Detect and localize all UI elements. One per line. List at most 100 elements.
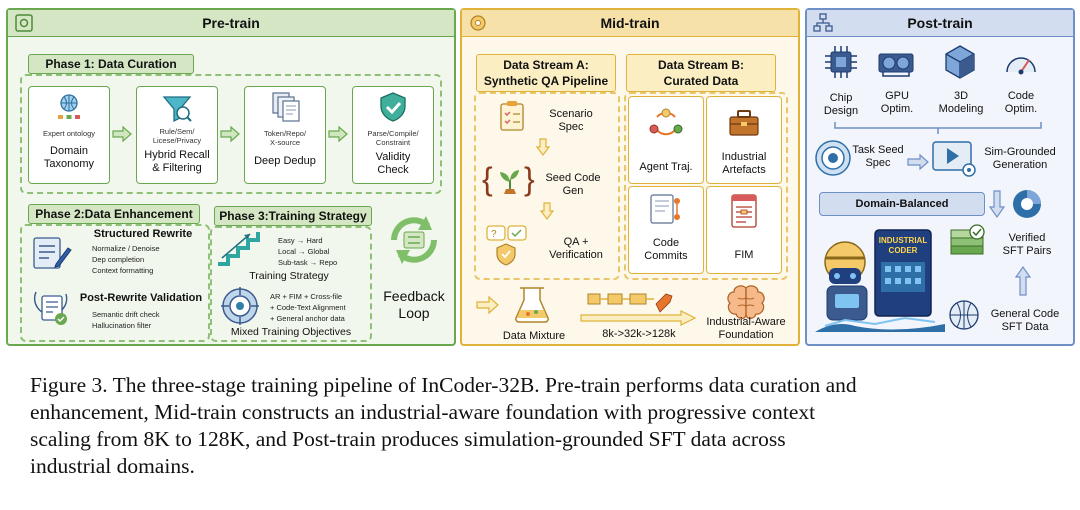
context-scale-icon [587,293,673,313]
step-deep-dedup-label: Deep Dedup [254,155,316,167]
phase3-container [210,226,372,342]
step-deep-dedup-small: Token/Repo/ X-source [263,129,307,147]
toolbox-icon [729,110,759,136]
stream-b-container [624,92,788,280]
step-domain-taxonomy-label: Domain Taxonomy [43,145,95,170]
stream-b-cell-4-label: FIM [734,249,754,261]
rewrite-title: Structured Rewrite [93,228,193,240]
midtrain-title: Mid-train [600,15,660,31]
context-scaling-label: 8k->32k->128k [602,328,676,340]
cube-icon [945,45,975,79]
seedling-braces-icon: { } [482,161,535,197]
funnel-icon [162,96,192,123]
step-hybrid-recall-small: Rule/Sem/ Licese/Privacy [152,127,202,145]
domain-code-optim: Code Optim. [1004,90,1038,115]
domain-3d-modeling: 3D Modeling [938,90,984,115]
posttrain-title: Post-train [907,15,973,31]
brain-gear-icon [470,15,486,31]
posttrain-panel: Post-train Chip Design GPU Optim. 3D Mod… [805,8,1075,346]
arrow-right-icon [907,153,929,171]
network-icon [813,13,833,32]
git-commit-icon [650,194,680,224]
svg-text:}: } [524,161,535,197]
verified-sft-label: Verified SFT Pairs [1002,232,1052,257]
stream-b-label: Data Stream B: Curated Data [626,54,776,92]
rewrite-item-3: Context formatting [92,266,154,275]
caption-line-3: scaling from 8K to 128K, and Post-train … [30,427,786,451]
objective-item-2: + Code-Text Alignment [270,303,346,312]
pie-balance-icon [1013,190,1041,218]
shield-check-icon [380,92,406,122]
gear-icon [15,14,33,32]
midtrain-panel: Mid-train Data Stream A: Synthetic QA Pi… [460,8,800,346]
mascot-badge-text: INDUSTRIAL CODER [878,236,928,255]
caption-line-1: Figure 3. The three-stage training pipel… [30,373,857,397]
task-seed-label: Task Seed Spec [852,144,904,169]
stream-b-cell-2-label: Industrial Artefacts [721,151,767,176]
target-seed-icon [815,140,851,176]
strategy-item-2: Local → Global [278,247,330,256]
svg-text:{: { [482,161,493,197]
pretrain-header: Pre-train [8,10,454,37]
svg-text:?: ? [491,229,497,240]
rewrite-item-1: Normalize / Denoise [92,244,160,253]
objective-item-3: + General anchor data [270,314,345,323]
stream-a-step-1: Scenario Spec [549,108,593,133]
phase3-label: Phase 3:Training Strategy [214,206,372,226]
stream-b-cell-fim: FIM [706,186,782,274]
globe-icon [58,94,80,119]
checklist-icon [500,101,524,131]
gauge-icon [1006,57,1036,75]
step-validity-check-label: Validity Check [375,151,411,176]
step-validity-check-small: Parse/Compile/ Constraint [367,129,419,147]
refresh-loop-icon [391,216,437,264]
feedback-loop-label: Feedback Loop [383,288,445,321]
pretrain-title: Pre-train [202,15,260,31]
arrow-right-icon [328,125,348,143]
target-icon [221,287,259,325]
step-domain-taxonomy: Expert ontology Domain Taxonomy [28,86,110,184]
pencil-icon [33,237,72,269]
domain-gpu-optim: GPU Optim. [880,90,914,115]
domain-balanced-label: Domain-Balanced [855,198,949,210]
step-domain-taxonomy-small: Expert ontology [42,129,96,138]
sim-grounded-label: Sim-Grounded Generation [984,146,1056,171]
document-check-icon [33,291,68,325]
strategy-item-1: Easy → Hard [278,236,323,245]
strategy-item-3: Sub-task → Repo [278,258,338,267]
stream-a-label: Data Stream A: Synthetic QA Pipeline [476,54,616,92]
arrow-right-icon [220,125,240,143]
caption-line-2: enhancement, Mid-train constructs an ind… [30,400,816,424]
step-deep-dedup: Token/Repo/ X-source Deep Dedup [244,86,326,184]
arrow-right-icon [476,295,499,315]
agent-cycle-icon [649,108,683,136]
rewrite-item-2: Dep completion [92,255,145,264]
general-code-sft-label: General Code SFT Data [990,308,1060,333]
long-arrow-right-icon [580,310,697,326]
validation-item-2: Hallucination filter [92,321,152,330]
arrow-right-icon [112,125,132,143]
globe-icon [949,300,979,330]
stream-a-step-3: QA + Verification [549,236,603,261]
strategy-title: Training Strategy [249,270,329,282]
stream-b-cell-3-label: Code Commits [644,237,688,262]
validation-item-1: Semantic drift check [92,310,160,319]
stairs-icon [218,232,260,266]
step-hybrid-recall-label: Hybrid Recall & Filtering [144,149,210,174]
posttrain-header: Post-train [807,10,1073,37]
phase2-container [20,224,210,342]
stream-a-step-2: Seed Code Gen [545,172,601,197]
gpu-icon [878,53,914,77]
arrow-up-icon [1014,265,1032,296]
stream-a-container [474,92,620,280]
brain-icon [727,285,765,320]
validation-title: Post-Rewrite Validation [79,292,203,304]
verified-stack-icon [950,224,985,255]
step-validity-check: Parse/Compile/ Constraint Validity Check [352,86,434,184]
step-hybrid-recall: Rule/Sem/ Licese/Privacy Hybrid Recall &… [136,86,218,184]
foundation-label: Industrial-Aware Foundation [706,316,786,341]
domain-chip-design: Chip Design [823,92,859,117]
industrial-coder-mascot [815,229,945,332]
stream-b-cell-industrial-artefacts: Industrial Artefacts [706,96,782,184]
phase2-label: Phase 2:Data Enhancement [28,204,200,224]
